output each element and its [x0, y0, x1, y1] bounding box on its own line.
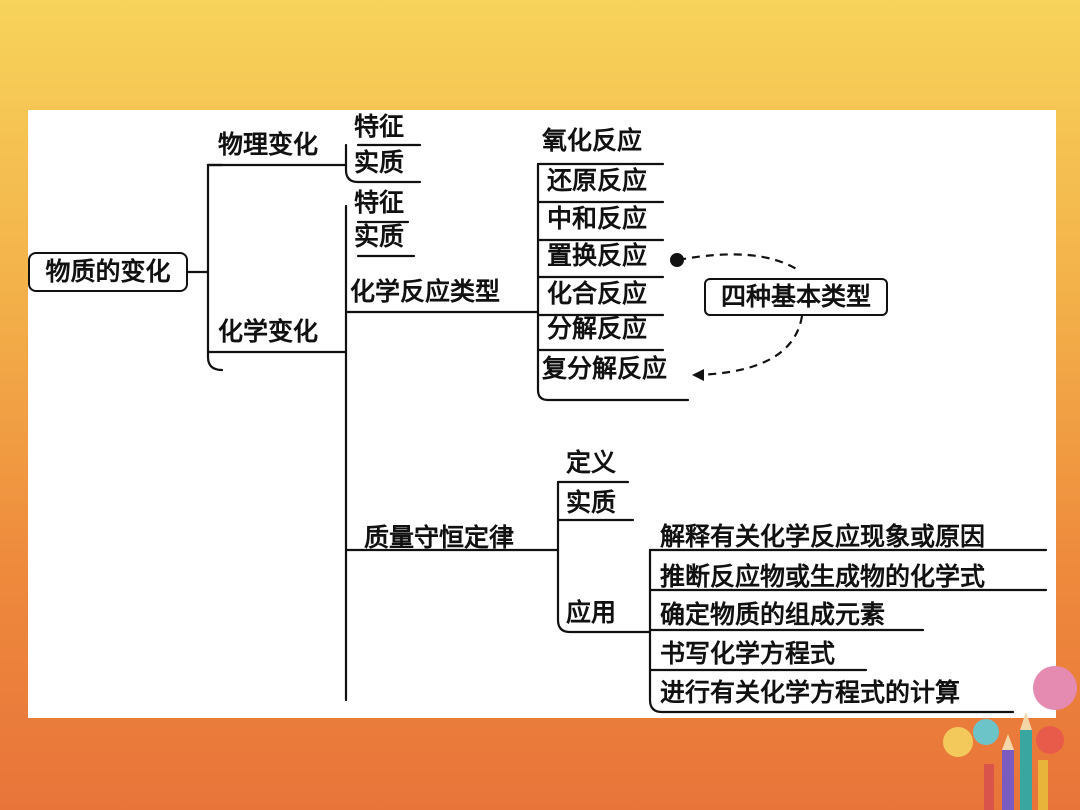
arrow-head — [692, 369, 704, 381]
reaction-type-item: 还原反应 — [547, 166, 648, 195]
root-label: 物质的变化 — [45, 257, 171, 286]
application-label: 应用 — [566, 598, 617, 627]
application-item: 书写化学方程式 — [660, 639, 836, 668]
stationery-decoration-icon — [943, 666, 1077, 810]
basic-types-label: 四种基本类型 — [720, 282, 871, 311]
application-item: 进行有关化学方程式的计算 — [660, 678, 961, 707]
application-item: 解释有关化学反应现象或原因 — [660, 522, 986, 551]
chemical-change-label: 化学变化 — [218, 317, 319, 346]
application-item: 推断反应物或生成物的化学式 — [660, 562, 986, 591]
basic-types-box: 四种基本类型 — [704, 278, 888, 316]
physical-change-label: 物理变化 — [218, 130, 319, 159]
physical-feature-label: 特征 — [354, 112, 405, 141]
reaction-type-item: 氧化反应 — [542, 126, 643, 155]
dot-marker — [670, 253, 684, 267]
connector-lines — [186, 143, 1048, 714]
reaction-types-label: 化学反应类型 — [350, 277, 501, 306]
application-item: 确定物质的组成元素 — [660, 600, 886, 629]
reaction-type-item: 中和反应 — [547, 204, 648, 233]
root-node: 物质的变化 — [28, 252, 188, 292]
physical-essence-label: 实质 — [354, 148, 405, 177]
chemical-essence-label: 实质 — [354, 222, 405, 251]
diagram-panel: 物质的变化 物理变化 特征 实质 化学变化 特征 实质 化学反应类型 氧化反应 … — [28, 110, 1056, 718]
mass-conservation-label: 质量守恒定律 — [364, 523, 515, 552]
definition-label: 定义 — [566, 448, 617, 477]
reaction-type-item: 复分解反应 — [542, 354, 668, 383]
chemical-feature-label: 特征 — [354, 188, 405, 217]
reaction-type-item: 化合反应 — [547, 279, 648, 308]
reaction-type-item: 分解反应 — [547, 314, 648, 343]
mass-essence-label: 实质 — [566, 488, 617, 517]
reaction-type-item: 置换反应 — [547, 241, 648, 270]
